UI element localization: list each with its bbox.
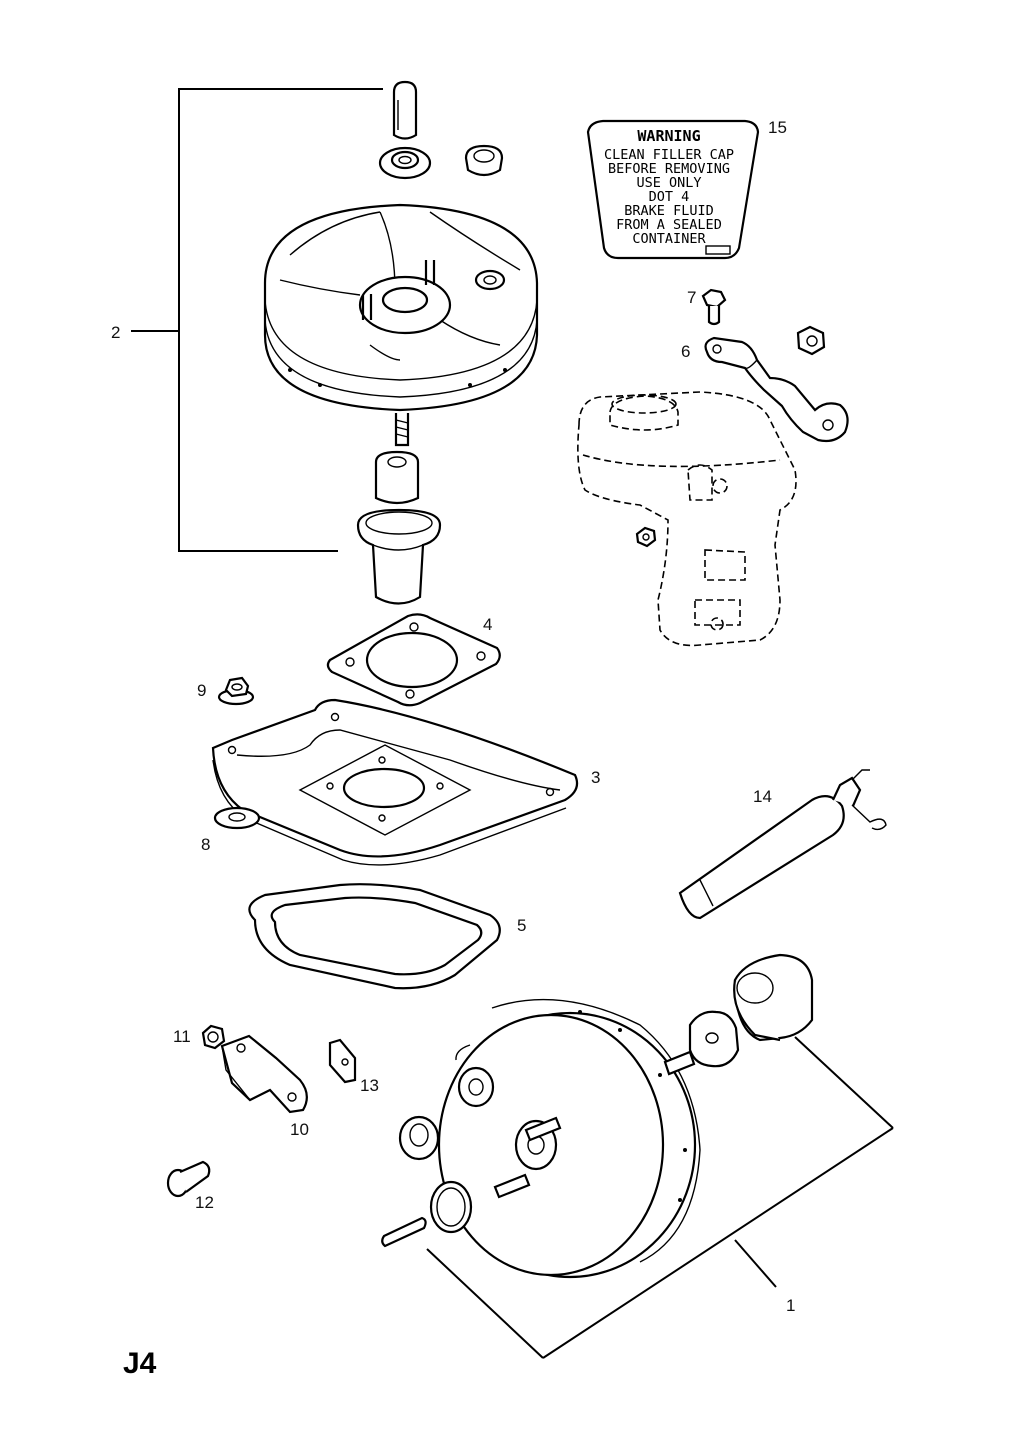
- nut: [635, 526, 657, 548]
- callout-3: 3: [591, 768, 600, 787]
- push-rod-boot: [688, 1010, 740, 1068]
- callout-5: 5: [517, 916, 526, 935]
- grommet: [464, 144, 504, 177]
- master-cylinder-outline: [577, 391, 797, 647]
- warning-label-line: CONTAINER: [632, 231, 706, 247]
- callout-6: 6: [681, 342, 690, 361]
- gasket-frame: [248, 883, 501, 990]
- warning-label-line: FROM A SEALED: [616, 217, 722, 233]
- spring-clip: [328, 1038, 357, 1084]
- grommet: [398, 1115, 440, 1161]
- mounting-bracket: [704, 336, 849, 443]
- callout-11: 11: [173, 1027, 191, 1046]
- callout-13: 13: [360, 1076, 379, 1095]
- bolt: [701, 288, 727, 326]
- clevis-bracket: [220, 1034, 308, 1114]
- mounting-plate: [211, 698, 579, 866]
- rubber-boot: [733, 953, 814, 1042]
- bearing-washer: [378, 146, 432, 180]
- callout-14: 14: [753, 787, 772, 806]
- grease-tube: [678, 769, 887, 920]
- callout-7: 7: [687, 288, 696, 307]
- callout-9: 9: [197, 681, 206, 700]
- warning-label-line: USE ONLY: [636, 175, 701, 191]
- assembly-bracket-2: [131, 88, 383, 552]
- nut: [796, 325, 826, 356]
- gasket-square: [326, 613, 501, 707]
- callout-2: 2: [111, 323, 120, 342]
- sheet-code: J4: [123, 1347, 157, 1380]
- leader-lines-1: [426, 1036, 894, 1359]
- rubber-bush: [374, 450, 420, 505]
- guide-pin: [392, 80, 418, 140]
- warning-label-line: BEFORE REMOVING: [608, 161, 730, 177]
- clevis-pin: [381, 1216, 427, 1248]
- washer: [213, 806, 261, 830]
- warning-label-line: CLEAN FILLER CAP: [604, 147, 734, 163]
- warning-label-line: DOT 4: [649, 189, 690, 205]
- callout-1: 1: [786, 1296, 795, 1315]
- cup-seal: [356, 508, 442, 605]
- headed-pin: [166, 1160, 211, 1198]
- o-ring: [429, 1180, 473, 1234]
- warning-label-heading: WARNING: [637, 127, 700, 145]
- callout-12: 12: [195, 1193, 214, 1212]
- callout-8: 8: [201, 835, 210, 854]
- stud: [394, 413, 410, 447]
- callout-15: 15: [768, 118, 787, 137]
- flange-nut: [217, 676, 255, 706]
- warning-label: WARNING CLEAN FILLER CAP BEFORE REMOVING…: [586, 119, 760, 260]
- drum-housing: [263, 203, 539, 412]
- callout-10: 10: [290, 1120, 309, 1139]
- warning-label-line: BRAKE FLUID: [624, 203, 713, 219]
- hex-nut: [201, 1024, 226, 1050]
- brake-booster: [437, 998, 701, 1279]
- callout-4: 4: [483, 615, 492, 634]
